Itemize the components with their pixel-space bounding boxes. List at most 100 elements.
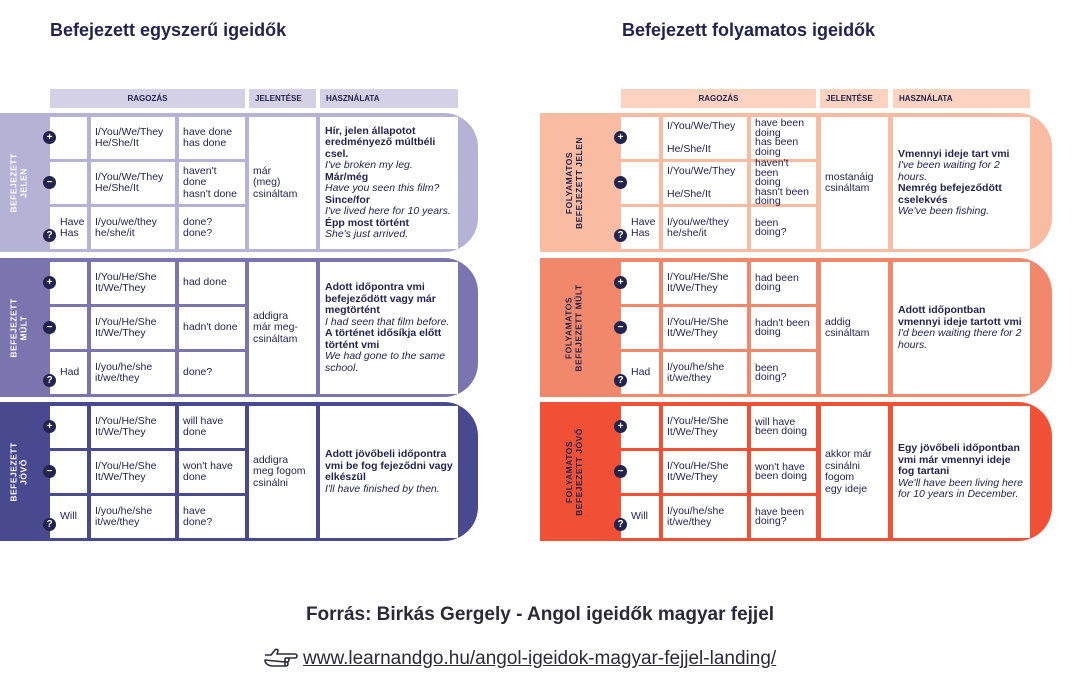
usage-cell: Adott jövőbeli időpontra vmi be fog feje… bbox=[320, 406, 458, 538]
usage-text: Adott időpontban vmennyi ideje tartott v… bbox=[898, 304, 1025, 351]
aux-cell bbox=[621, 406, 659, 448]
left-panel-label: BEFEJEZETT JÖVŐ bbox=[0, 402, 38, 541]
subject-cell: I/You/He/She It/We/They bbox=[91, 307, 175, 349]
subject-cell: I/You/He/She It/We/They bbox=[663, 262, 747, 304]
verb-form-cell: been doing? bbox=[751, 352, 816, 394]
usage-example: I've been waiting for 2 hours. bbox=[898, 159, 1000, 183]
usage-cell: Adott időpontra vmi befejeződött vagy má… bbox=[320, 262, 458, 394]
meaning-cell: már (meg) csináltam bbox=[249, 117, 316, 249]
aux-cell bbox=[621, 451, 659, 493]
aux-cell: Have Has bbox=[50, 207, 87, 249]
usage-example: We had gone to the same school. bbox=[325, 350, 446, 374]
usage-text: Adott időpontra vmi befejeződött vagy má… bbox=[325, 281, 453, 374]
question-circle-icon: ? bbox=[614, 518, 627, 531]
usage-heading: Since/for bbox=[325, 193, 370, 206]
verb-form-cell: done? bbox=[179, 352, 245, 394]
meaning-cell: addigra meg fogom csinálni bbox=[249, 406, 316, 538]
left-panel-label: BEFEJEZETT MÚLT bbox=[0, 258, 38, 397]
usage-heading: Adott időpontra vmi befejeződött vagy má… bbox=[325, 281, 436, 316]
verb-form-cell: will have been doing bbox=[751, 406, 816, 448]
meaning-cell: mostanáig csináltam bbox=[821, 117, 888, 249]
plus-circle-icon: + bbox=[614, 276, 627, 289]
plus-circle-icon: + bbox=[43, 131, 56, 144]
verb-form-cell: won't have done bbox=[179, 451, 245, 493]
usage-heading: Épp most történt bbox=[325, 216, 409, 229]
tense-label: FOLYAMATOS BEFEJEZETT JÖVŐ bbox=[564, 427, 585, 516]
usage-heading: Nemrég befejeződött cselekvés bbox=[898, 182, 1002, 206]
left-header-hasznalata: HASZNÁLATA bbox=[320, 89, 458, 108]
subject-cell: I/You/We/They He/She/It bbox=[663, 162, 747, 204]
aux-cell bbox=[621, 162, 659, 204]
aux-cell bbox=[621, 307, 659, 349]
verb-form-cell: won't have been doing bbox=[751, 451, 816, 493]
subject-cell: I/you/he/she it/we/they bbox=[663, 496, 747, 538]
minus-circle-icon: − bbox=[614, 465, 627, 478]
subject-cell: I/you/we/they he/she/it bbox=[91, 207, 175, 249]
meaning-cell: addigra már meg- csináltam bbox=[249, 262, 316, 394]
question-circle-icon: ? bbox=[614, 229, 627, 242]
verb-form-cell: have been doing has been doing bbox=[751, 117, 816, 159]
left-title: Befejezett egyszerű igeidők bbox=[50, 20, 287, 40]
subject-cell: I/You/He/She It/We/They bbox=[663, 307, 747, 349]
subject-cell: I/you/he/she it/we/they bbox=[91, 352, 175, 394]
subject-cell: I/you/he/she it/we/they bbox=[91, 496, 175, 538]
verb-form-cell: had done bbox=[179, 262, 245, 304]
plus-circle-icon: + bbox=[43, 420, 56, 433]
minus-circle-icon: − bbox=[614, 321, 627, 334]
source-link[interactable]: www.learnandgo.hu/angol-igeidok-magyar-f… bbox=[303, 648, 777, 669]
right-title: Befejezett folyamatos igeidők bbox=[622, 20, 876, 40]
aux-cell: Had bbox=[621, 352, 659, 394]
aux-cell bbox=[50, 262, 87, 304]
verb-form-cell: hadn't been doing bbox=[751, 307, 816, 349]
usage-heading: Adott jövőbeli időpontra vmi be fog feje… bbox=[325, 448, 453, 483]
minus-circle-icon: − bbox=[43, 176, 56, 189]
plus-circle-icon: + bbox=[614, 420, 627, 433]
aux-cell bbox=[50, 451, 87, 493]
question-circle-icon: ? bbox=[614, 374, 627, 387]
usage-example: I've lived here for 10 years. bbox=[325, 205, 451, 217]
usage-heading: Adott időpontban vmennyi ideje tartott v… bbox=[898, 304, 1022, 328]
tense-label: BEFEJEZETT MÚLT bbox=[9, 297, 29, 358]
usage-cell: Adott időpontban vmennyi ideje tartott v… bbox=[893, 262, 1030, 394]
usage-heading: Már/még bbox=[325, 170, 369, 183]
subject-cell: I/You/We/They He/She/It bbox=[91, 162, 175, 204]
subject-cell: I/You/He/She It/We/They bbox=[663, 406, 747, 448]
tense-label: FOLYAMATOS BEFEJEZETT JELEN bbox=[564, 136, 585, 229]
usage-example: She's just arrived. bbox=[325, 228, 409, 240]
subject-cell: I/you/he/she it/we/they bbox=[663, 352, 747, 394]
usage-cell: Hír, jelen állapotot eredményező múltbél… bbox=[320, 117, 458, 249]
aux-cell bbox=[50, 406, 87, 448]
verb-form-cell: hadn't done bbox=[179, 307, 245, 349]
usage-heading: Hír, jelen állapotot eredményező múltbél… bbox=[325, 124, 436, 160]
tense-label: BEFEJEZETT JELEN bbox=[9, 152, 29, 213]
tense-label: FOLYAMATOS BEFEJEZETT MÚLT bbox=[564, 283, 584, 372]
usage-heading: Egy jövőbeli időpontban vmi már vmennyi … bbox=[898, 442, 1020, 478]
left-header-jelentese: JELENTÉSE bbox=[249, 89, 316, 108]
minus-circle-icon: − bbox=[43, 465, 56, 478]
tense-label: BEFEJEZETT JÖVŐ bbox=[9, 441, 29, 502]
usage-example: We've been fishing. bbox=[898, 205, 990, 217]
aux-cell bbox=[50, 307, 87, 349]
aux-cell bbox=[50, 162, 87, 204]
right-panel-label: FOLYAMATOS BEFEJEZETT JELEN bbox=[540, 113, 608, 252]
aux-cell: Will bbox=[621, 496, 659, 538]
right-header-ragozas: RAGOZÁS bbox=[621, 89, 816, 108]
source-credit: Forrás: Birkás Gergely - Angol igeidők m… bbox=[305, 604, 775, 625]
aux-cell: Have Has bbox=[621, 207, 659, 249]
aux-cell bbox=[50, 117, 87, 159]
subject-cell: I/You/He/She It/We/They bbox=[91, 262, 175, 304]
usage-example: I'd been waiting there for 2 hours. bbox=[898, 327, 1022, 351]
usage-text: Adott jövőbeli időpontra vmi be fog feje… bbox=[325, 448, 453, 495]
right-panel-label: FOLYAMATOS BEFEJEZETT MÚLT bbox=[540, 258, 608, 397]
verb-form-cell: been doing? bbox=[751, 207, 816, 249]
plus-circle-icon: + bbox=[43, 276, 56, 289]
verb-form-cell: have done has done bbox=[179, 117, 245, 159]
minus-circle-icon: − bbox=[614, 176, 627, 189]
verb-form-cell: have been doing? bbox=[751, 496, 816, 538]
usage-example: I had seen that film before. bbox=[325, 315, 450, 328]
subject-cell: I/You/He/She It/We/They bbox=[91, 451, 175, 493]
usage-example: Have you seen this film? bbox=[325, 182, 440, 194]
right-panel-label: FOLYAMATOS BEFEJEZETT JÖVŐ bbox=[540, 402, 608, 541]
